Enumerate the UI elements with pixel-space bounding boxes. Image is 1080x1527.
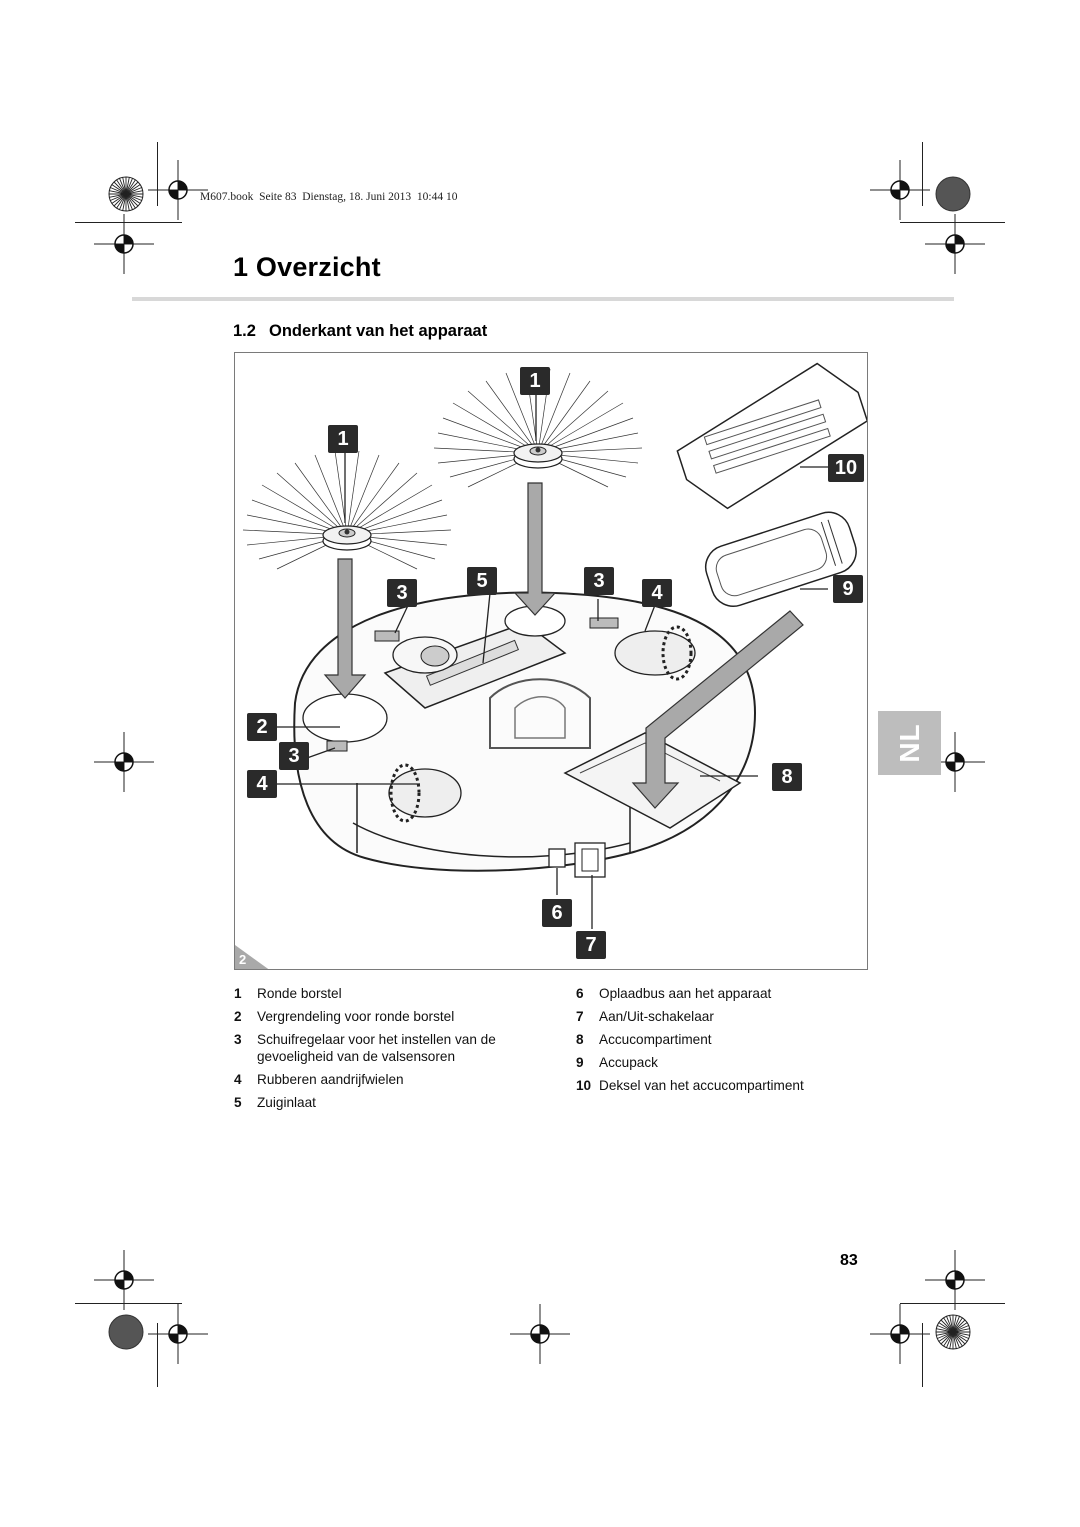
callout-3-front-slider: 3: [387, 579, 417, 607]
callout-4-left-wheel: 4: [247, 770, 277, 798]
callout-1-right-brush: 1: [520, 367, 550, 395]
callout-3-top-slider: 3: [584, 567, 614, 595]
callout-8-battery-compartment: 8: [772, 763, 802, 791]
section-title: 1.2 Onderkant van het apparaat: [233, 322, 487, 341]
callout-10-battery-lid: 10: [828, 454, 864, 482]
callout-5-suction-inlet: 5: [467, 567, 497, 595]
callout-9-battery-pack: 9: [833, 575, 863, 603]
callout-2-brush-lock: 2: [247, 713, 277, 741]
callout-7-power-switch: 7: [576, 931, 606, 959]
callout-3-side-slider: 3: [279, 742, 309, 770]
language-tab-label: NL: [893, 723, 925, 763]
callout-6-charging-socket: 6: [542, 899, 572, 927]
section-number: 1.2: [233, 322, 256, 340]
chapter-title: 1 Overzicht: [233, 252, 381, 282]
callout-4-right-wheel: 4: [642, 579, 672, 607]
robot-underside-figure: 1 1 10 3 5 3 4 9 2 3 4 8 6 7 2: [234, 352, 868, 970]
page-number: 83: [840, 1252, 858, 1269]
robot-underside-illustration: [235, 362, 867, 969]
figure-number: 2: [239, 952, 247, 967]
language-tab: NL: [878, 711, 941, 775]
print-header: M607.book Seite 83 Dienstag, 18. Juni 20…: [200, 191, 458, 203]
callout-1-left-brush: 1: [328, 425, 358, 453]
chapter-rule: [132, 297, 954, 301]
section-heading: Onderkant van het apparaat: [269, 322, 488, 340]
